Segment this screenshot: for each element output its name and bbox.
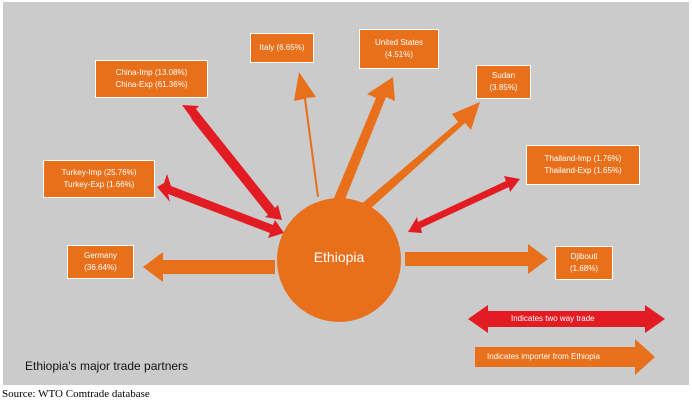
- arrow-to-usa: [334, 77, 395, 202]
- legend-two-way-label: Indicates two way trade: [511, 314, 595, 323]
- thailand-label-imp: Thailand-Imp (1.76%): [544, 154, 622, 163]
- arrow-to-italy: [294, 72, 319, 197]
- legend-two-way-arrow: [468, 305, 665, 333]
- usa-label-share: (4.51%): [384, 50, 413, 59]
- turkey-label-exp: Turkey-Exp (1.66%): [63, 180, 135, 189]
- arrow-turkey-two-way: [157, 174, 284, 238]
- arrow-to-germany: [143, 252, 275, 282]
- legend-importer-label: Indicates importer from Ethiopia: [487, 352, 600, 361]
- thailand-box: Thailand-Imp (1.76%) Thailand-Exp (1.65%…: [526, 145, 640, 185]
- arrow-china-two-way: [182, 105, 282, 220]
- arrow-thailand-two-way: [408, 176, 520, 233]
- sudan-label-share: (3.85%): [489, 83, 518, 92]
- italy-label: Italy (6.65%): [259, 43, 305, 52]
- germany-label-share: (36.64%): [84, 263, 117, 272]
- thailand-label-exp: Thailand-Exp (1.65%): [544, 166, 622, 175]
- usa-box: United States (4.51%): [359, 29, 439, 69]
- germany-box: Germany (36.64%): [67, 245, 134, 279]
- legend-importer-arrow: [475, 339, 655, 375]
- diagram-caption: Ethiopia's major trade partners: [25, 359, 189, 373]
- china-label-exp: China-Exp (61.36%): [115, 80, 188, 89]
- china-box: China-Imp (13.08%) China-Exp (61.36%): [95, 60, 208, 98]
- sudan-label-name: Sudan: [491, 71, 516, 80]
- ethiopia-circle: [277, 198, 401, 322]
- turkey-label-imp: Turkey-Imp (25.76%): [61, 168, 137, 177]
- china-label-imp: China-Imp (13.08%): [115, 68, 188, 77]
- usa-label-name: United States: [374, 38, 424, 47]
- djibouti-label-name: Djibouti: [570, 252, 598, 261]
- sudan-box: Sudan (3.85%): [476, 65, 531, 99]
- djibouti-box: Djibouti (1.68%): [555, 246, 613, 280]
- trade-diagram: [143, 72, 665, 375]
- turkey-box: Turkey-Imp (25.76%) Turkey-Exp (1.66%): [43, 160, 155, 198]
- arrow-to-djibouti: [405, 244, 548, 274]
- germany-label-name: Germany: [84, 251, 117, 260]
- arrow-to-sudan: [352, 102, 480, 219]
- ethiopia-label: Ethiopia: [313, 249, 365, 265]
- diagram-panel: China-Imp (13.08%) China-Exp (61.36%) It…: [3, 2, 689, 385]
- source-note: Source: WTO Comtrade database: [2, 388, 150, 400]
- djibouti-label-share: (1.68%): [569, 264, 598, 273]
- italy-box: Italy (6.65%): [250, 33, 314, 63]
